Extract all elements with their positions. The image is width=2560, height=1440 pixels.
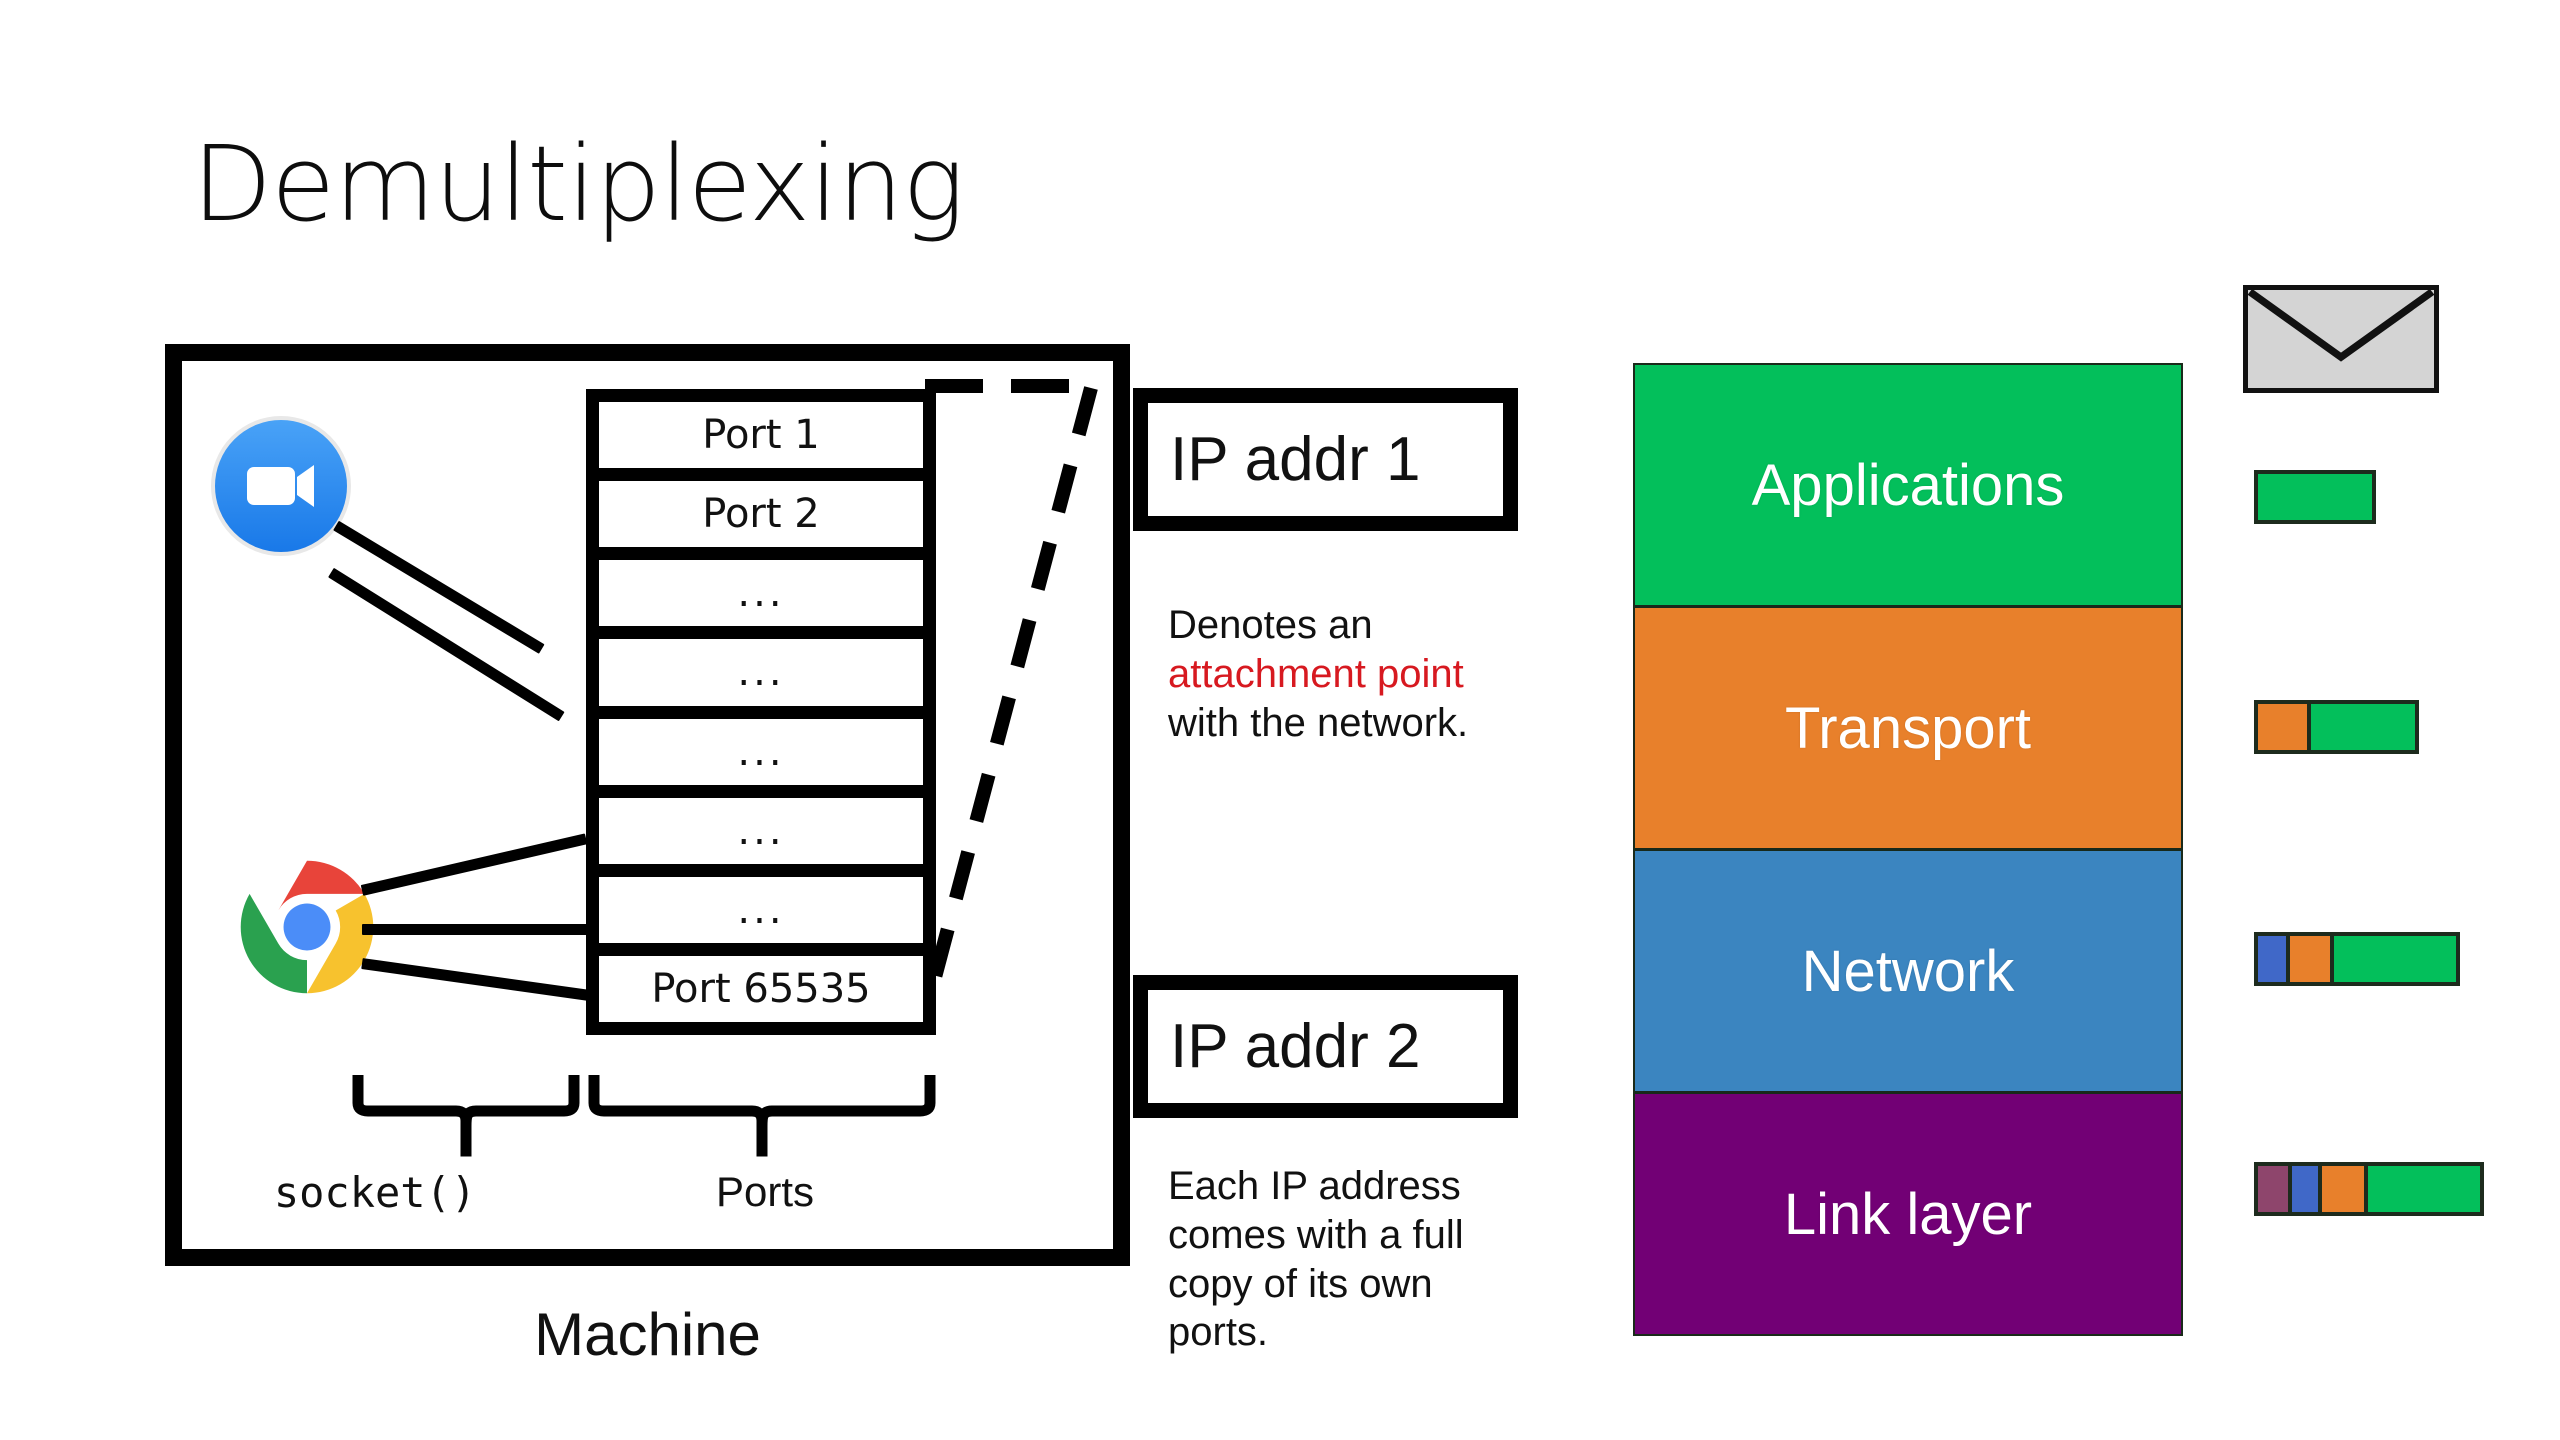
ip-addr-2-box[interactable]: IP addr 2 — [1133, 975, 1518, 1118]
packet-segment — [2286, 932, 2334, 986]
attachment-point-note: Denotes an attachment point with the net… — [1168, 601, 1538, 747]
packet-network-packet — [2254, 932, 2460, 986]
note-1-highlight: attachment point — [1168, 651, 1464, 696]
socket-brace-label: socket() — [273, 1168, 477, 1217]
page-title: Demultiplexing — [192, 123, 965, 245]
ip-copy-note: Each IP address comes with a full copy o… — [1168, 1164, 1464, 1355]
port-row: ... — [599, 797, 923, 864]
packet-segment — [2254, 470, 2376, 524]
port-row: ... — [599, 560, 923, 627]
zoom-video-icon[interactable] — [210, 415, 352, 557]
packet-segment — [2330, 932, 2460, 986]
stack-layer-link[interactable]: Link layer — [1635, 1094, 2181, 1334]
envelope-icon — [2243, 285, 2439, 393]
packet-segment — [2288, 1162, 2322, 1216]
stack-layer-transport[interactable]: Transport — [1635, 608, 2181, 851]
packet-segment — [2307, 700, 2419, 754]
connection-line-chrome-2 — [362, 924, 590, 935]
packet-segment — [2254, 1162, 2292, 1216]
chrome-browser-icon[interactable] — [238, 858, 376, 996]
packet-application-payload — [2254, 470, 2376, 524]
machine-label: Machine — [534, 1301, 761, 1368]
note-1-after: with the network. — [1168, 700, 1469, 745]
port-row[interactable]: Port 65535 — [599, 955, 923, 1022]
attachment-point-dashed-connector — [922, 379, 1098, 1002]
packet-segment — [2254, 700, 2311, 754]
stack-layer-applications[interactable]: Applications — [1635, 365, 2181, 608]
protocol-stack: Applications Transport Network Link laye… — [1633, 363, 2183, 1336]
port-row: ... — [599, 639, 923, 706]
socket-brace — [352, 1075, 580, 1157]
port-row: ... — [599, 718, 923, 785]
port-row[interactable]: Port 1 — [599, 402, 923, 469]
stack-layer-network[interactable]: Network — [1635, 851, 2181, 1094]
ports-stack: Port 1 Port 2 ... ... ... ... ... Port 6… — [586, 389, 936, 1035]
ports-brace-label: Ports — [715, 1168, 815, 1215]
note-1-before: Denotes an — [1168, 603, 1373, 647]
packet-transport-segment — [2254, 700, 2419, 754]
packet-segment — [2254, 932, 2290, 986]
packet-segment — [2318, 1162, 2368, 1216]
port-row[interactable]: Port 2 — [599, 481, 923, 548]
packet-link-frame — [2254, 1162, 2484, 1216]
packet-segment — [2364, 1162, 2484, 1216]
ip-addr-1-box[interactable]: IP addr 1 — [1133, 388, 1518, 531]
port-row: ... — [599, 876, 923, 943]
ports-brace — [588, 1075, 936, 1157]
